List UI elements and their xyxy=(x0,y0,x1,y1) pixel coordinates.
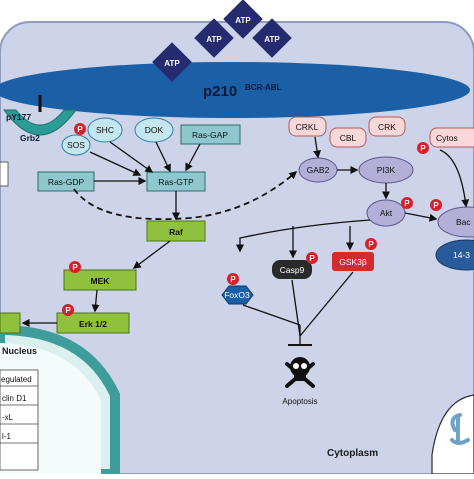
bcr-abl-superscript: BCR-ABL xyxy=(245,83,282,92)
organelle-structure xyxy=(450,413,470,445)
phospho-badge-casp9: P xyxy=(306,252,318,264)
erk-box: Erk 1/2 xyxy=(56,312,130,334)
atp-diamond-2: ATP xyxy=(194,18,234,58)
organelle-shape xyxy=(431,394,474,475)
atp-diamond-4: ATP xyxy=(152,42,192,82)
dok-node: DOK xyxy=(134,117,174,143)
crk-node: CRK xyxy=(368,116,406,137)
pathway-arrows xyxy=(21,136,470,327)
shc-node: SHC xyxy=(87,117,123,143)
svg-text:Casp9: Casp9 xyxy=(280,265,305,275)
akt-node: Akt xyxy=(366,199,406,227)
casp9-node: Casp9 xyxy=(272,260,312,279)
phospho-badge-bad: P xyxy=(430,199,442,211)
skull-crossbones-icon xyxy=(285,357,315,388)
svg-text:Ras-GAP: Ras-GAP xyxy=(192,130,228,140)
gene-cyclin-d1: clin D1 xyxy=(2,394,27,403)
regulated-genes-title: egulated xyxy=(1,375,32,384)
svg-text:P: P xyxy=(368,240,374,249)
svg-text:P: P xyxy=(433,201,439,210)
nucleus-label: Nucleus xyxy=(2,346,37,356)
cytos-node: Cytos xyxy=(429,127,474,148)
ras-gap-box: Ras-GAP xyxy=(180,124,241,145)
svg-text:CBL: CBL xyxy=(340,133,357,143)
svg-text:ATP: ATP xyxy=(235,16,251,25)
phospho-badge-foxo3: P xyxy=(227,273,239,285)
svg-text:Ras-GDP: Ras-GDP xyxy=(48,177,85,187)
svg-text:ATP: ATP xyxy=(206,35,222,44)
inhibition-lines xyxy=(242,271,354,346)
svg-text:P: P xyxy=(72,263,78,272)
svg-text:GSK3β: GSK3β xyxy=(339,257,367,267)
svg-text:Akt: Akt xyxy=(380,208,393,218)
svg-text:CRK: CRK xyxy=(378,122,396,132)
svg-text:P: P xyxy=(404,199,410,208)
ras-gdp-box: Ras-GDP xyxy=(37,171,95,192)
pi3k-node: PI3K xyxy=(358,156,414,184)
gsk3b-node: GSK3β xyxy=(332,252,374,271)
14-3-3-node: 14-3 xyxy=(435,239,474,271)
mek-box: MEK xyxy=(63,269,137,291)
gene-mcl-1: l-1 xyxy=(2,432,11,441)
phospho-badge-gsk3b: P xyxy=(365,238,377,250)
svg-text:P: P xyxy=(65,306,71,315)
nuclear-target-box xyxy=(0,312,21,334)
svg-text:ATP: ATP xyxy=(164,59,180,68)
regulated-genes-box: egulated clin D1 -xL l-1 xyxy=(0,369,39,471)
svg-text:DOK: DOK xyxy=(145,125,164,135)
svg-text:Bac: Bac xyxy=(456,217,471,227)
cytoplasm-label: Cytoplasm xyxy=(327,448,378,459)
svg-text:MEK: MEK xyxy=(91,276,111,286)
grb2-label: Grb2 xyxy=(20,133,40,143)
svg-text:CRKL: CRKL xyxy=(296,122,319,132)
apoptosis-label: Apoptosis xyxy=(282,397,317,406)
gene-bcl-xl: -xL xyxy=(2,413,14,422)
svg-text:PI3K: PI3K xyxy=(377,165,396,175)
svg-text:Ras-GTP: Ras-GTP xyxy=(158,177,194,187)
sos-node: SOS xyxy=(61,134,91,156)
svg-text:P: P xyxy=(77,125,83,134)
phospho-badge-sos: P xyxy=(74,123,86,135)
bcr-abl-membrane xyxy=(0,62,470,118)
svg-text:Cytos: Cytos xyxy=(436,133,458,143)
phospho-badge-akt: P xyxy=(401,197,413,209)
atp-diamond-1: ATP xyxy=(223,0,263,39)
svg-text:Erk 1/2: Erk 1/2 xyxy=(79,319,107,329)
phospho-badge-erk: P xyxy=(62,304,74,316)
svg-text:14-3: 14-3 xyxy=(453,250,470,260)
svg-text:FoxO3: FoxO3 xyxy=(224,290,250,300)
phospho-badge-pi3k: P xyxy=(417,142,429,154)
svg-text:P: P xyxy=(420,144,426,153)
gab2-node: GAB2 xyxy=(298,157,338,183)
svg-text:GAB2: GAB2 xyxy=(307,165,330,175)
ras-gtp-box: Ras-GTP xyxy=(146,171,206,192)
svg-text:SHC: SHC xyxy=(96,125,114,135)
svg-text:P: P xyxy=(230,275,236,284)
raf-box: Raf xyxy=(146,220,206,242)
phospho-badge-mek: P xyxy=(69,261,81,273)
py177-label: pY177 xyxy=(6,112,31,122)
svg-text:ATP: ATP xyxy=(264,35,280,44)
cbl-node: CBL xyxy=(329,127,367,148)
foxo3-node: FoxO3 xyxy=(221,285,254,305)
bcr-abl-name: p210 xyxy=(203,83,237,100)
crkl-node: CRKL xyxy=(288,116,327,137)
svg-text:P: P xyxy=(309,254,315,263)
svg-text:SOS: SOS xyxy=(67,140,85,150)
svg-text:Raf: Raf xyxy=(169,227,183,237)
grb2-domain xyxy=(3,109,77,136)
left-edge-box xyxy=(0,161,9,187)
